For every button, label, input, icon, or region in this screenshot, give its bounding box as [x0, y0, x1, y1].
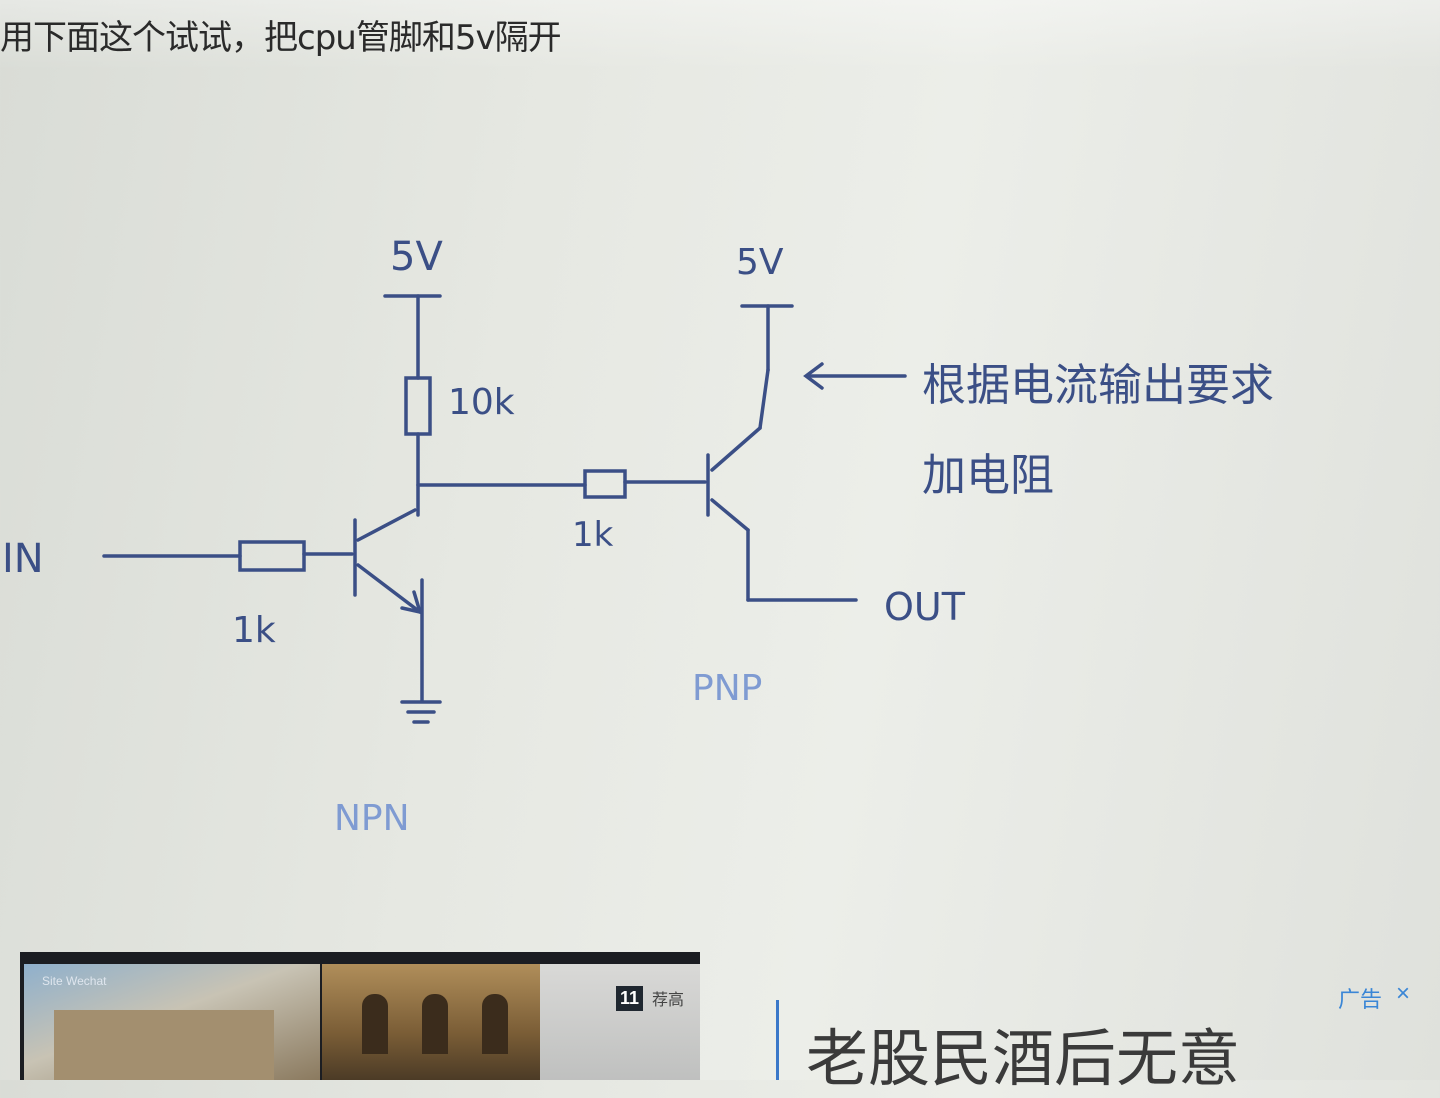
- circuit-sketch-image: 5V 5V 10k 1k 1k IN OUT NPN PNP 根据电流输出要求 …: [0, 60, 1440, 920]
- npn-collector: [356, 508, 417, 542]
- ad-headline-link[interactable]: 老股民酒后无意: [806, 1022, 1241, 1095]
- ad-image-arches: [322, 964, 540, 1080]
- resistor-10k-shape: [404, 376, 432, 436]
- ad-image-window: [422, 994, 448, 1054]
- circuit-sketch-svg: 5V 5V 10k 1k 1k IN OUT NPN PNP 根据电流输出要求 …: [2, 234, 1274, 839]
- ad-label: 广告: [1338, 988, 1383, 1013]
- ad-divider: [776, 1000, 779, 1080]
- resistor-1k-in-shape: [238, 540, 306, 572]
- pnp-emitter: [710, 426, 762, 472]
- ad-image-window: [482, 994, 508, 1054]
- ad-badge: 11: [616, 986, 644, 1011]
- pnp-label: PNP: [692, 668, 762, 709]
- ad-image-tag: Site Wechat: [42, 974, 107, 988]
- ad-image-building: [54, 1010, 274, 1080]
- note-line-2: 加电阻: [922, 450, 1054, 501]
- note-arrow-head: [803, 362, 824, 390]
- left-supply-label: 5V: [390, 234, 443, 280]
- npn-emitter: [356, 563, 422, 614]
- resistor-10k-label: 10k: [448, 382, 515, 423]
- resistor-1k-pnp-shape: [583, 469, 627, 499]
- right-supply-wire-2: [758, 368, 770, 430]
- page-top-band: [0, 0, 1440, 70]
- ad-image-panel: 11 荐高: [540, 964, 700, 1080]
- npn-arrow: [400, 590, 423, 615]
- ad-badge-text: 荐高: [652, 992, 685, 1009]
- ad-image-window: [362, 994, 388, 1054]
- ad-image-street: Site Wechat: [24, 964, 320, 1080]
- pnp-collector: [710, 498, 750, 532]
- note-line-1: 根据电流输出要求: [922, 360, 1274, 411]
- resistor-1k-pnp-label: 1k: [572, 515, 614, 555]
- input-label: IN: [2, 536, 44, 582]
- post-text: 用下面这个试试，把cpu管脚和5v隔开: [0, 18, 562, 58]
- output-label: OUT: [884, 585, 966, 629]
- resistor-1k-in-label: 1k: [232, 610, 276, 651]
- ad-thumbnail[interactable]: Site Wechat 11 荐高: [20, 952, 700, 1080]
- npn-label: NPN: [334, 798, 410, 839]
- right-supply-label: 5V: [736, 242, 784, 283]
- ad-close-icon[interactable]: ×: [1396, 980, 1411, 1007]
